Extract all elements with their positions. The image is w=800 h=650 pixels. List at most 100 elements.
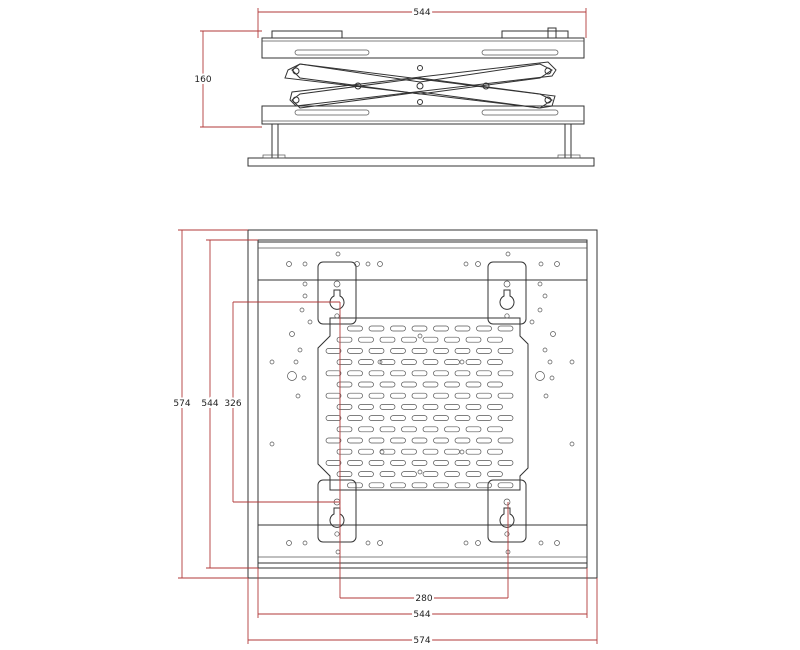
plate-slot bbox=[325, 348, 342, 354]
inner-height-label: 544 bbox=[201, 399, 218, 409]
plate-slot bbox=[422, 426, 439, 433]
plate-slot bbox=[422, 448, 439, 455]
plate-slot bbox=[476, 437, 492, 444]
plate-slot bbox=[325, 460, 342, 466]
outer-height-label: 574 bbox=[173, 399, 190, 409]
plate-slot bbox=[454, 392, 471, 399]
mounting-hole bbox=[302, 540, 308, 546]
plate-slot bbox=[444, 426, 460, 433]
mounting-holes bbox=[269, 251, 575, 555]
mounting-hole bbox=[302, 281, 308, 287]
plate-slot bbox=[487, 359, 503, 365]
bracket-width-label: 280 bbox=[415, 594, 432, 604]
mounting-hole bbox=[295, 393, 301, 399]
outer-frame bbox=[247, 229, 598, 579]
bracket-height-dimension: 326 bbox=[222, 302, 244, 502]
inner-width-label: 544 bbox=[413, 610, 430, 620]
plate-slot bbox=[401, 426, 417, 433]
plate-slot bbox=[476, 482, 492, 489]
plate-slot bbox=[358, 336, 374, 343]
plate-slot bbox=[433, 482, 449, 489]
plate-slot bbox=[433, 392, 449, 399]
mounting-hole bbox=[289, 331, 295, 337]
plate-slot bbox=[358, 471, 374, 477]
plate-slot bbox=[368, 460, 385, 466]
plate-slot bbox=[465, 404, 482, 410]
top-tab-right bbox=[501, 30, 569, 39]
scissor-pivots bbox=[292, 65, 552, 105]
plate-slot bbox=[390, 415, 406, 421]
top-rail bbox=[257, 241, 588, 281]
plate-slot bbox=[411, 348, 428, 354]
mounting-hole bbox=[287, 371, 297, 381]
plate-slot bbox=[390, 460, 406, 466]
plate-slot bbox=[325, 370, 342, 377]
plate-slot bbox=[379, 426, 396, 433]
plate-slot bbox=[336, 359, 353, 365]
plate-slot bbox=[379, 381, 396, 388]
keyhole-bracket bbox=[317, 261, 357, 325]
side-height-label: 160 bbox=[194, 75, 211, 85]
plate-slot bbox=[347, 437, 363, 444]
plate-slot bbox=[379, 359, 396, 365]
mounting-hole bbox=[459, 359, 465, 365]
perforated-plate bbox=[317, 317, 529, 491]
plate-slot bbox=[444, 471, 460, 477]
top-plate bbox=[261, 37, 585, 59]
outer-width-dimension: 574 bbox=[247, 578, 598, 648]
plate-slot bbox=[487, 404, 503, 410]
bottom-slot-right bbox=[481, 109, 559, 116]
top-slot-right bbox=[481, 49, 559, 56]
plate-slot bbox=[454, 348, 471, 354]
plate-slots bbox=[325, 325, 514, 489]
plate-slot bbox=[411, 392, 428, 399]
plate-slot bbox=[401, 448, 417, 455]
plate-slot bbox=[347, 482, 363, 489]
inner-height-dimension: 544 bbox=[199, 239, 258, 569]
mounting-hole bbox=[463, 261, 469, 267]
plate-slot bbox=[497, 348, 514, 354]
side-width-dimension: 544 bbox=[257, 6, 587, 38]
plate-slot bbox=[497, 460, 514, 466]
plate-slot bbox=[444, 381, 460, 388]
plate-slot bbox=[487, 336, 503, 343]
plate-slot bbox=[379, 404, 396, 410]
plate-slot bbox=[454, 482, 471, 489]
mounting-hole bbox=[554, 261, 560, 267]
top-slot-left bbox=[294, 49, 370, 56]
plate-slot bbox=[347, 415, 363, 421]
plate-slot bbox=[497, 482, 514, 489]
plate-slot bbox=[476, 415, 492, 421]
plate-slot bbox=[358, 359, 374, 365]
plate-slot bbox=[401, 336, 417, 343]
plate-slot bbox=[368, 370, 385, 377]
plate-slot bbox=[487, 426, 503, 433]
plate-slot bbox=[444, 404, 460, 410]
plate-slot bbox=[390, 325, 406, 332]
plate-slot bbox=[411, 415, 428, 421]
mounting-hole bbox=[417, 333, 423, 339]
plate-slot bbox=[379, 471, 396, 477]
plate-slot bbox=[422, 359, 439, 365]
plate-slot bbox=[422, 336, 439, 343]
bottom-slot-left bbox=[294, 109, 370, 116]
mounting-hole bbox=[286, 261, 292, 267]
mounting-hole bbox=[529, 319, 535, 325]
mounting-hole bbox=[377, 359, 383, 365]
plate-slot bbox=[476, 460, 492, 466]
plate-slot bbox=[433, 370, 449, 377]
keyhole-bracket bbox=[317, 479, 357, 543]
plate-slot bbox=[433, 348, 449, 354]
plate-slot bbox=[358, 448, 374, 455]
plate-slot bbox=[347, 392, 363, 399]
plate-slot bbox=[433, 415, 449, 421]
mounting-hole bbox=[505, 251, 511, 257]
mounting-hole bbox=[538, 540, 544, 546]
plate-slot bbox=[497, 325, 514, 332]
plate-slot bbox=[347, 348, 363, 354]
mounting-hole bbox=[542, 293, 548, 299]
plate-slot bbox=[465, 336, 482, 343]
plate-slot bbox=[465, 448, 482, 455]
plate-slot bbox=[465, 359, 482, 365]
